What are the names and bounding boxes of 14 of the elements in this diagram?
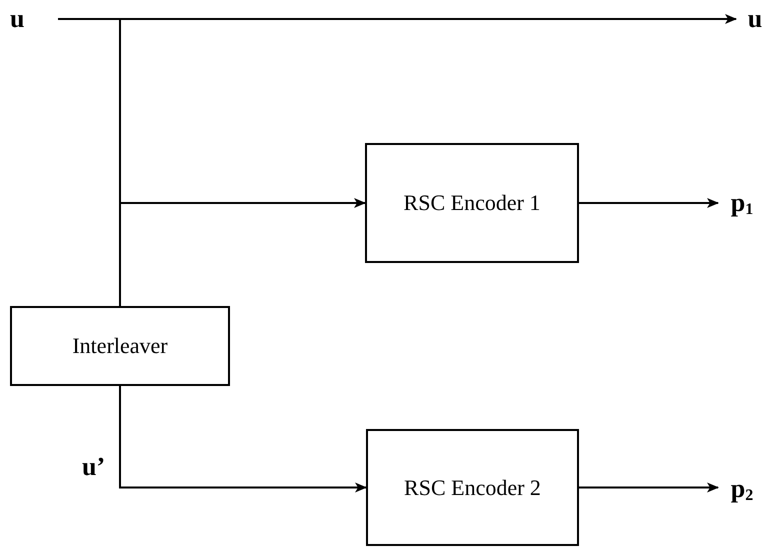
edge-label: u’ — [82, 454, 106, 480]
process-box — [10, 306, 230, 386]
signal-label: p$_{1}$ — [722, 186, 762, 220]
box-label: RSC Encoder 1 — [404, 189, 540, 218]
box-label: RSC Encoder 2 — [404, 474, 541, 502]
arrow — [579, 482, 719, 492]
box-label: Interleaver — [72, 332, 168, 360]
signal-label: u — [10, 4, 58, 34]
process-box — [365, 143, 579, 263]
process-box — [366, 429, 579, 546]
arrow — [579, 198, 719, 208]
arrow — [119, 386, 367, 492]
signal-label: u — [740, 4, 770, 34]
signal-label: p$_{2}$ — [722, 472, 762, 506]
